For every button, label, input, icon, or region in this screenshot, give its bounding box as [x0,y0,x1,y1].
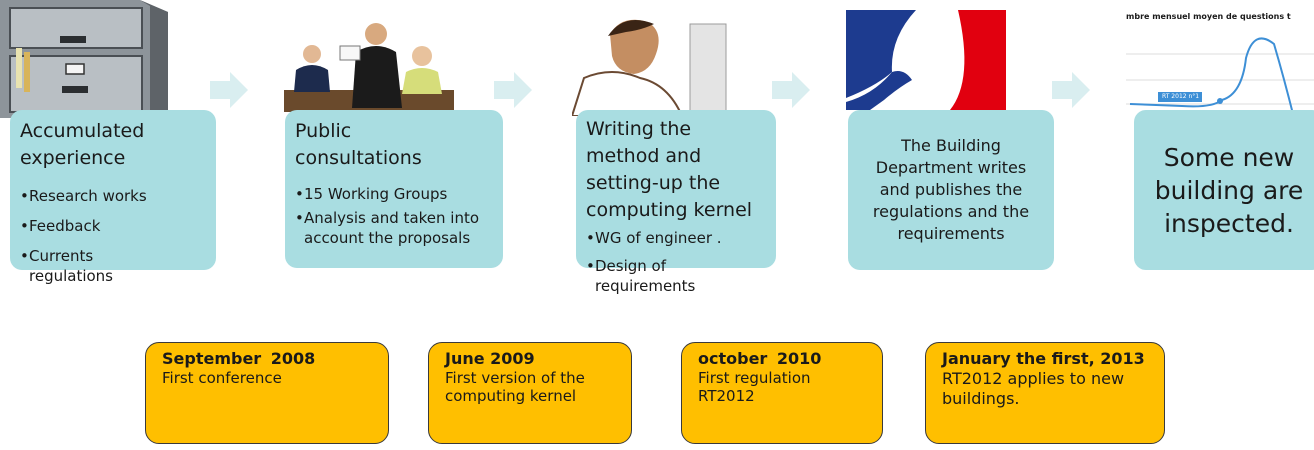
step-title: Accumulated experience [20,120,145,169]
step-title: Some new building are inspected. [1154,142,1304,238]
right-arrow-icon [772,72,810,108]
step-public-consultations: Public consultations 15 Working Groups A… [285,110,503,268]
milestone-box: January the first, 2013 RT2012 applies t… [925,342,1165,444]
right-arrow-icon [1052,72,1090,108]
step-bullet-list: WG of engineer . Design of requirements [586,228,776,296]
step-title: Writing the method and setting-up the co… [586,118,753,221]
step-inspection: Some new building are inspected. [1134,110,1314,270]
milestone-date: January the first, 2013 [942,349,1145,368]
milestone-text: RT2012 applies to new buildings. [942,369,1125,408]
right-arrow-icon [210,72,248,108]
step-bullet: Analysis and taken into account the prop… [295,208,484,248]
milestone-text: First regulation RT2012 [698,369,811,405]
step-bullet-list: 15 Working Groups Analysis and taken int… [295,184,503,248]
milestone-date: october 2010 [698,349,822,368]
thumbnail-chart-title: mbre mensuel moyen de questions t [1126,12,1291,21]
thumbnail-tag: RT 2012 n°1 [1162,93,1200,100]
milestone-text: First conference [162,369,282,387]
step-bullet: 15 Working Groups [295,184,503,204]
milestone-box: June 2009 First version of the computing… [428,342,632,444]
step-bullet-list: Research works Feedback Currents regulat… [20,186,216,286]
step-accumulated-experience: Accumulated experience Research works Fe… [10,110,216,285]
step-building-department: The Building Department writes and publi… [848,110,1054,270]
filing-cabinet-image [0,0,178,118]
step-writing-method: Writing the method and setting-up the co… [576,110,776,295]
step-bullet: Research works [20,186,216,206]
step-title: The Building Department writes and publi… [872,136,1030,243]
milestone-date: June 2009 [445,349,535,368]
step-bullet: WG of engineer . [586,228,776,248]
writer-image [572,14,730,116]
step-bullet: Feedback [20,216,216,236]
step-bullet: Currents regulations [20,246,139,286]
milestone-box: September 2008 First conference [145,342,389,444]
milestone-box: october 2010 First regulation RT2012 [681,342,883,444]
step-bullet: Design of requirements [586,256,715,296]
milestone-date: September 2008 [162,349,316,368]
right-arrow-icon [494,72,532,108]
milestone-text: First version of the computing kernel [445,369,585,405]
meeting-people-image [284,12,454,112]
french-republic-logo [846,10,1006,110]
step-title: Public consultations [295,120,422,169]
